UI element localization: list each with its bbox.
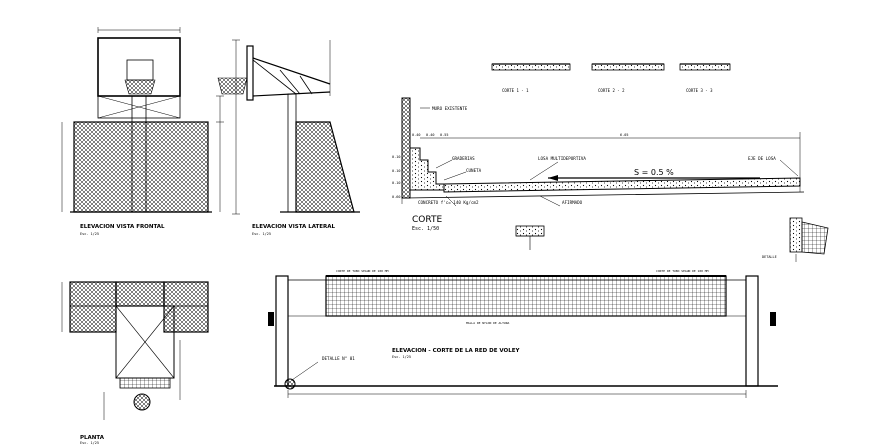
dim-top-1: 0.40 bbox=[412, 133, 420, 137]
side-hoop bbox=[217, 77, 248, 95]
label-finish: AFIRMADO bbox=[562, 200, 583, 205]
court-section: MURO EXISTENTE GRADERIAS LOSA MULTIDEPOR… bbox=[392, 97, 805, 250]
right-detail-label: DETALLE bbox=[762, 255, 777, 259]
label-axis: EJE DE LOSA bbox=[748, 156, 776, 161]
side-mesh bbox=[295, 121, 355, 213]
net-title: ELEVACION - CORTE DE LA RED DE VOLEY bbox=[392, 348, 520, 354]
label-concrete: CONCRETO f'c= 140 Kg/cm2 bbox=[418, 200, 479, 205]
hoop-net bbox=[124, 79, 156, 95]
plan-board bbox=[115, 281, 165, 307]
detail-marker bbox=[284, 378, 296, 390]
front-title: ELEVACION VISTA FRONTAL bbox=[80, 224, 165, 230]
mesh-panel bbox=[73, 121, 209, 213]
label-wall: MURO EXISTENTE bbox=[432, 106, 468, 111]
right-post bbox=[745, 275, 759, 387]
cut-2: CORTE 2 - 2 bbox=[598, 88, 625, 93]
right-detail: DETALLE bbox=[762, 217, 829, 262]
front-elevation: ELEVACION VISTA FRONTAL Esc. 1/25 bbox=[61, 27, 224, 236]
plan-mesh-left bbox=[69, 281, 117, 333]
front-scale: Esc. 1/25 bbox=[80, 232, 99, 236]
dim-left-1: 0.60 bbox=[392, 195, 400, 199]
section-title: CORTE bbox=[412, 215, 442, 225]
side-scale: Esc. 1/25 bbox=[252, 232, 271, 236]
dim-left-3: 0.10 bbox=[392, 169, 400, 173]
dim-top-4: 6.05 bbox=[620, 133, 628, 137]
cut-symbols: CORTE 1 - 1 CORTE 2 - 2 CORTE 3 - 3 bbox=[491, 63, 731, 93]
net-right-note: CORTE DE TUBO SEGUN DE 100 MM bbox=[656, 269, 709, 273]
label-bleachers: GRADERIAS bbox=[452, 156, 475, 161]
cut-1: CORTE 1 - 1 bbox=[502, 88, 529, 93]
existing-wall bbox=[401, 97, 411, 199]
plan-hoop bbox=[133, 393, 151, 411]
dim-top-2: 0.40 bbox=[426, 133, 434, 137]
net-scale: Esc. 1/25 bbox=[392, 355, 411, 359]
left-post bbox=[275, 275, 289, 387]
slope-label: S = 0.5 % bbox=[634, 168, 674, 177]
label-gutter: CUNETA bbox=[466, 168, 482, 173]
side-post bbox=[287, 93, 297, 213]
side-elevation: ELEVACION VISTA LATERAL Esc. 1/25 bbox=[217, 39, 360, 236]
dim-left-4: 0.10 bbox=[392, 181, 400, 185]
side-backboard bbox=[246, 45, 254, 101]
backboard-inner bbox=[126, 59, 154, 81]
net-left-note: CORTE DE TUBO SEGUN DE 100 MM bbox=[336, 269, 389, 273]
plan-view: PLANTA Esc. 1/25 bbox=[61, 281, 209, 445]
net-mesh bbox=[325, 275, 727, 317]
section-scale: Esc. 1/50 bbox=[412, 226, 439, 232]
bleachers bbox=[409, 147, 445, 191]
label-slab: LOSA MULTIDEPORTIVA bbox=[538, 156, 586, 161]
plan-title: PLANTA bbox=[80, 435, 105, 441]
net-note: MALLA DE NYLON DE ALTURA bbox=[466, 321, 510, 325]
cut-3: CORTE 3 - 3 bbox=[686, 88, 713, 93]
plan-scale: Esc. 1/25 bbox=[80, 441, 99, 445]
slab bbox=[443, 177, 801, 193]
volley-net: DETALLE N° 01 CORTE DE TUBO SEGUN DE 100… bbox=[268, 269, 778, 398]
plan-mesh-right bbox=[163, 281, 209, 333]
side-title: ELEVACION VISTA LATERAL bbox=[252, 224, 336, 230]
dim-left-2: 0.10 bbox=[392, 155, 400, 159]
detail-label: DETALLE N° 01 bbox=[322, 356, 355, 361]
dim-top-3: 0.55 bbox=[440, 133, 448, 137]
